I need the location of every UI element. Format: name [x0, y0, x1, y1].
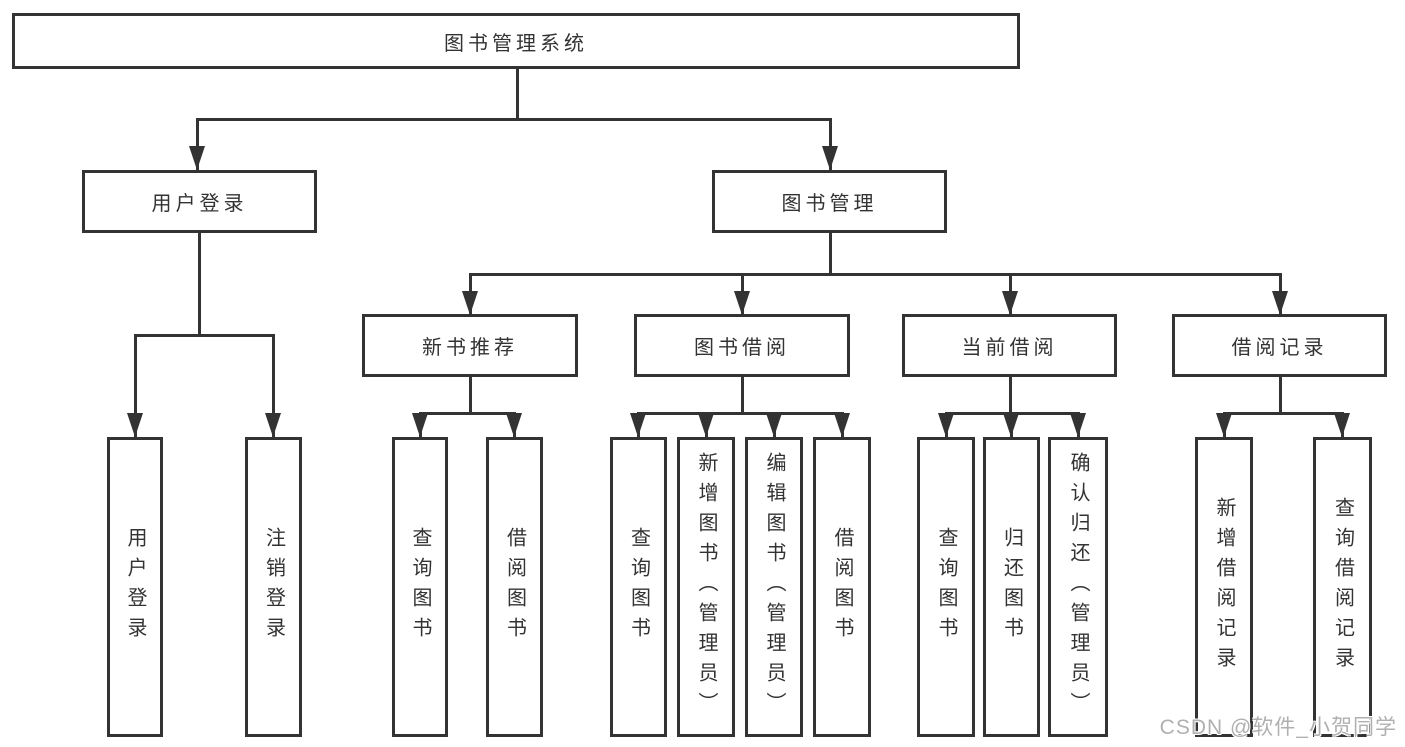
arrowhead-down	[698, 413, 714, 437]
node-root: 图书管理系统	[12, 13, 1020, 69]
leaf-label: 新增图书（管理员）	[695, 452, 717, 722]
v-line	[515, 69, 519, 121]
leaf-label: 借阅图书	[831, 527, 853, 647]
arrowhead-down	[1272, 291, 1288, 315]
arrowhead-down	[766, 413, 782, 437]
leaf-label: 用户登录	[124, 527, 146, 647]
leaf-logout: 注销登录	[245, 437, 302, 737]
leaf-label: 查询借阅记录	[1331, 497, 1354, 677]
leaf-label: 确认归还（管理员）	[1067, 452, 1089, 722]
csdn-watermark: CSDN @软件_小贺同学	[1159, 716, 1397, 739]
v-line	[828, 118, 832, 170]
v-line	[740, 377, 744, 415]
arrowhead-down	[1216, 413, 1232, 437]
v-line	[133, 334, 137, 437]
leaf-label: 借阅图书	[503, 527, 526, 647]
leaf-confirm-return-admin: 确认归还（管理员）	[1048, 437, 1108, 737]
node-book-borrow: 图书借阅	[634, 314, 850, 377]
arrowhead-down	[1070, 413, 1086, 437]
arrowhead-down	[506, 413, 522, 437]
v-line	[271, 334, 275, 437]
leaf-borrow-book-recommend: 借阅图书	[486, 437, 543, 737]
arrowhead-down	[1003, 413, 1019, 437]
node-user-login: 用户登录	[82, 170, 317, 233]
node-new-book-recommend: 新书推荐	[362, 314, 578, 377]
leaf-label: 注销登录	[262, 527, 285, 647]
v-line	[828, 233, 832, 276]
leaf-label: 编辑图书（管理员）	[763, 452, 785, 722]
leaf-query-book-current: 查询图书	[917, 437, 975, 737]
h-line	[636, 412, 844, 415]
leaf-query-borrow-record: 查询借阅记录	[1313, 437, 1372, 737]
leaf-return-book: 归还图书	[983, 437, 1040, 737]
arrowhead-down	[630, 413, 646, 437]
node-borrow-record: 借阅记录	[1172, 314, 1387, 377]
leaf-label: 归还图书	[1000, 527, 1023, 647]
v-line	[195, 118, 199, 170]
leaf-label: 新增借阅记录	[1213, 497, 1235, 677]
arrowhead-down	[189, 146, 205, 170]
arrowhead-down	[938, 413, 954, 437]
leaf-borrow-book: 借阅图书	[813, 437, 871, 737]
leaf-label: 查询图书	[627, 527, 650, 647]
arrowhead-down	[127, 413, 143, 437]
leaf-label: 查询图书	[409, 527, 431, 647]
v-line	[468, 377, 472, 415]
arrowhead-down	[462, 291, 478, 315]
node-book-management: 图书管理	[712, 170, 947, 233]
arrowhead-down	[412, 413, 428, 437]
leaf-user-login: 用户登录	[107, 437, 163, 737]
arrowhead-down	[822, 146, 838, 170]
v-line	[1278, 377, 1282, 415]
leaf-add-book-admin: 新增图书（管理员）	[677, 437, 735, 737]
leaf-edit-book-admin: 编辑图书（管理员）	[745, 437, 803, 737]
arrowhead-down	[265, 413, 281, 437]
arrowhead-down	[1334, 413, 1350, 437]
arrowhead-down	[734, 291, 750, 315]
leaf-add-borrow-record: 新增借阅记录	[1195, 437, 1253, 737]
leaf-query-book-borrow: 查询图书	[610, 437, 667, 737]
node-current-borrow: 当前借阅	[902, 314, 1117, 377]
h-line	[418, 412, 516, 415]
leaf-query-book-recommend: 查询图书	[392, 437, 448, 737]
arrowhead-down	[1002, 291, 1018, 315]
h-line	[468, 273, 1282, 276]
h-line	[195, 118, 832, 121]
arrowhead-down	[834, 413, 850, 437]
v-line	[1008, 377, 1012, 415]
v-line	[197, 233, 201, 337]
leaf-label: 查询图书	[935, 527, 957, 647]
h-line	[133, 334, 275, 337]
h-line	[1222, 412, 1344, 415]
